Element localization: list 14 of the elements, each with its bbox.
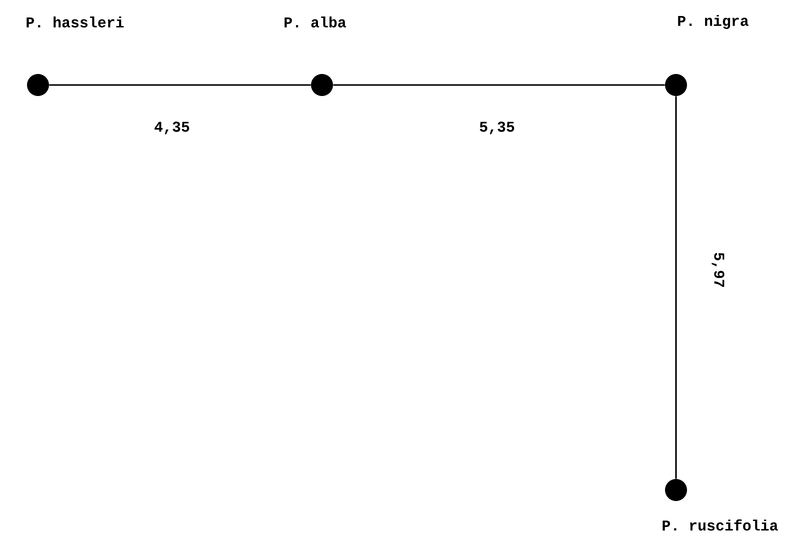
dot — [665, 74, 687, 96]
line — [675, 96, 677, 479]
line — [49, 84, 311, 86]
dot — [311, 74, 333, 96]
edge-label: 5,97 — [710, 251, 726, 289]
species-label: P. alba — [284, 16, 346, 28]
species-label: P. hassleri — [26, 16, 124, 28]
edge-label: 4,35 — [153, 120, 191, 136]
edge-label: 5,35 — [478, 120, 516, 136]
line — [333, 84, 665, 86]
species-label: P. ruscifolia — [662, 519, 778, 531]
dot — [665, 479, 687, 501]
dot — [27, 74, 49, 96]
species-label: P. nigra — [678, 15, 748, 29]
